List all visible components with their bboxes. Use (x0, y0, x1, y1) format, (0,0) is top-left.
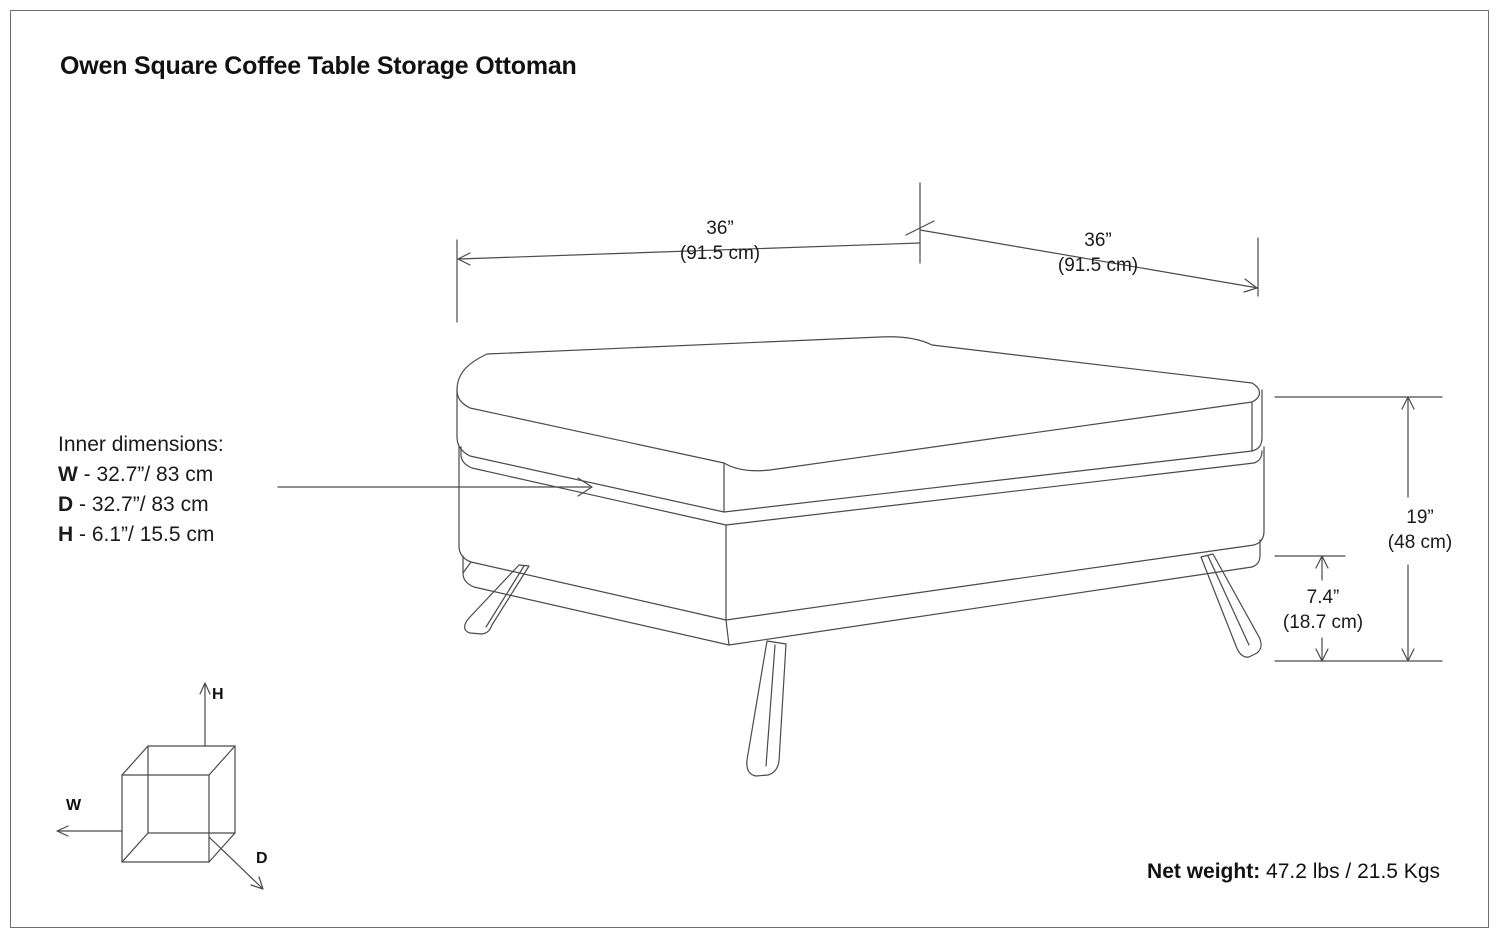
axis-arrowhead-width (56, 825, 69, 837)
dimension-line-depth (919, 229, 1259, 297)
inner-dimensions-leader-arrow (277, 477, 593, 497)
axis-arrowhead-depth (250, 876, 264, 890)
leg-left (464, 564, 530, 635)
inner-dimensions-block: Inner dimensions: W - 32.7”/ 83 cm D - 3… (58, 430, 224, 550)
cushion-left-face (456, 389, 725, 513)
inner-dimensions-axis-d: D (58, 493, 74, 516)
plinth-left-corner (462, 561, 472, 574)
leg-front-inner-edge (765, 644, 776, 767)
axis-cube-edge-bl (121, 832, 149, 863)
dimension-label-height-inches: 19” (1406, 507, 1434, 528)
cushion-top-face (456, 336, 1261, 472)
axis-cube-back-face (147, 745, 236, 834)
axis-cube-edge-tl (121, 745, 149, 776)
inner-dimensions-value-w: - 32.7”/ 83 cm (83, 463, 214, 486)
inner-dimensions-axis-h: H (58, 523, 74, 546)
inner-dimensions-row-depth: D - 32.7”/ 83 cm (58, 490, 224, 520)
dimension-apex-tick (905, 182, 935, 264)
inner-dimensions-axis-w: W (58, 463, 78, 486)
body-seam-line (460, 446, 1263, 526)
dimension-label-width: 36” (91.5 cm) (660, 216, 780, 266)
dimension-label-clearance-cm: (18.7 cm) (1282, 612, 1364, 633)
axis-cube-edge-tr (208, 745, 236, 776)
net-weight-value: 47.2 lbs / 21.5 Kgs (1266, 860, 1440, 883)
body-base-plinth (462, 539, 1261, 646)
axis-label-width: W (66, 797, 82, 814)
net-weight: Net weight: 47.2 lbs / 21.5 Kgs (1147, 860, 1440, 884)
net-weight-label: Net weight: (1147, 860, 1261, 883)
leg-left-inner-edge (485, 565, 525, 628)
axis-cube-edge-br (208, 832, 236, 863)
axis-arrowhead-height (199, 682, 211, 695)
axis-label-depth: D (256, 850, 268, 867)
dimension-label-height-cm: (48 cm) (1387, 532, 1453, 553)
dimension-label-width-cm: (91.5 cm) (679, 243, 761, 264)
dimension-label-width-inches: 36” (706, 218, 734, 239)
inner-dimensions-value-h: - 6.1”/ 15.5 cm (79, 523, 215, 546)
dimension-line-height (1401, 396, 1415, 662)
inner-dimensions-row-height: H - 6.1”/ 15.5 cm (58, 520, 224, 550)
dimension-label-depth-cm: (91.5 cm) (1057, 255, 1139, 276)
dimension-label-depth-inches: 36” (1084, 230, 1112, 251)
inner-dimensions-row-width: W - 32.7”/ 83 cm (58, 460, 224, 490)
dimension-label-clearance-inches: 7.4” (1306, 587, 1340, 608)
axis-cube-front-face (121, 774, 210, 863)
axis-label-height: H (212, 686, 224, 703)
leg-front (746, 640, 787, 777)
extension-lines-right (1274, 396, 1443, 662)
leg-right (1200, 553, 1262, 658)
dimension-line-clearance (1315, 555, 1329, 662)
plinth-front-corner (725, 619, 730, 646)
dimension-line-width (456, 239, 921, 323)
axis-key-diagram (56, 682, 264, 890)
inner-dimensions-value-d: - 32.7”/ 83 cm (79, 493, 209, 516)
dimension-label-clearance: 7.4” (18.7 cm) (1258, 585, 1388, 635)
ottoman-illustration (456, 336, 1265, 777)
body-right-face (725, 446, 1265, 621)
sheet-border (10, 10, 1489, 928)
dimension-label-height: 19” (48 cm) (1365, 505, 1475, 555)
page-title: Owen Square Coffee Table Storage Ottoman (60, 52, 577, 80)
dimension-label-depth: 36” (91.5 cm) (1038, 228, 1158, 278)
inner-dimensions-heading: Inner dimensions: (58, 433, 224, 456)
leg-right-inner-edge (1207, 555, 1250, 646)
axis-arrow-depth (208, 836, 263, 889)
body-left-face (458, 446, 727, 621)
